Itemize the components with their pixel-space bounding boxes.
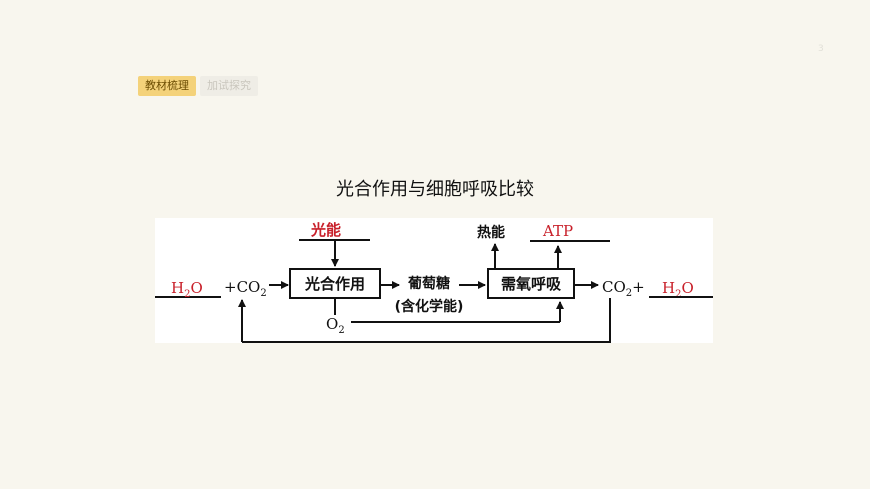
diagram-canvas: H2O +CO2 光能 光合作用 O2 葡萄糖 (含化学能) 需氧呼吸 热能 A…	[155, 221, 713, 343]
respiration-label: 需氧呼吸	[501, 275, 562, 293]
co2-out-label: CO2+	[602, 278, 645, 299]
water-in-label: H2O	[171, 279, 203, 300]
water-out-label: H2O	[662, 279, 694, 300]
photosynthesis-box	[289, 268, 381, 299]
tab-advanced-inquiry[interactable]: 加试探究	[200, 76, 258, 96]
tab-bar: 教材梳理 加试探究	[138, 76, 258, 96]
tab-textbook-review[interactable]: 教材梳理	[138, 76, 196, 96]
photosynthesis-respiration-diagram: H2O +CO2 光能 光合作用 O2 葡萄糖 (含化学能) 需氧呼吸 热能 A…	[155, 218, 713, 343]
page-title: 光合作用与细胞呼吸比较	[336, 179, 534, 200]
glucose-note: (含化学能)	[395, 298, 464, 315]
glucose-label: 葡萄糖	[407, 275, 450, 292]
heat-energy-label: 热能	[477, 224, 505, 241]
co2-in-label: +CO2	[224, 278, 267, 299]
corner-mark: 3	[818, 44, 824, 54]
light-energy-label: 光能	[310, 221, 341, 239]
oxygen-label: O2	[326, 315, 345, 336]
respiration-box	[487, 268, 575, 299]
photosynthesis-label: 光合作用	[304, 275, 365, 293]
atp-label: ATP	[542, 222, 573, 240]
